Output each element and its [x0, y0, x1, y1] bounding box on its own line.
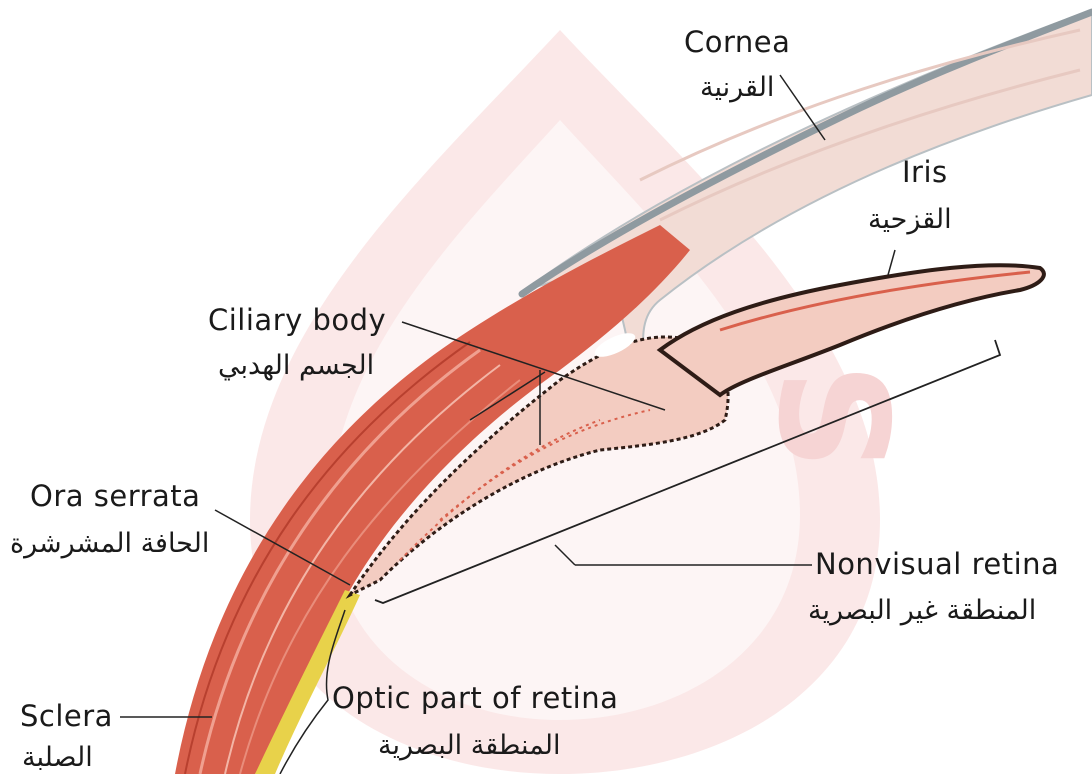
- iris-pointer: [888, 250, 895, 275]
- svg-text:S: S: [752, 362, 926, 470]
- cornea-label-en: Cornea: [684, 28, 790, 57]
- ciliary-body-label-en: Ciliary body: [208, 306, 386, 335]
- optic-retina-label-en: Optic part of retina: [332, 684, 618, 713]
- ora-serrata-label-ar: الحافة المشرشرة: [10, 530, 209, 557]
- ora-serrata-label-en: Ora serrata: [30, 482, 200, 511]
- ciliary-body-label-ar: الجسم الهدبي: [218, 352, 374, 379]
- cornea-label-ar: القرنية: [700, 74, 774, 101]
- optic-retina-label-ar: المنطقة البصرية: [378, 732, 561, 759]
- sclera-label-ar: الصلبة: [22, 744, 93, 771]
- iris-label-ar: القزحية: [868, 206, 952, 233]
- nonvisual-retina-label-ar: المنطقة غير البصرية: [808, 597, 1036, 624]
- sclera-label-en: Sclera: [20, 702, 113, 731]
- iris-label-en: Iris: [902, 158, 948, 187]
- nonvisual-retina-label-en: Nonvisual retina: [815, 550, 1059, 579]
